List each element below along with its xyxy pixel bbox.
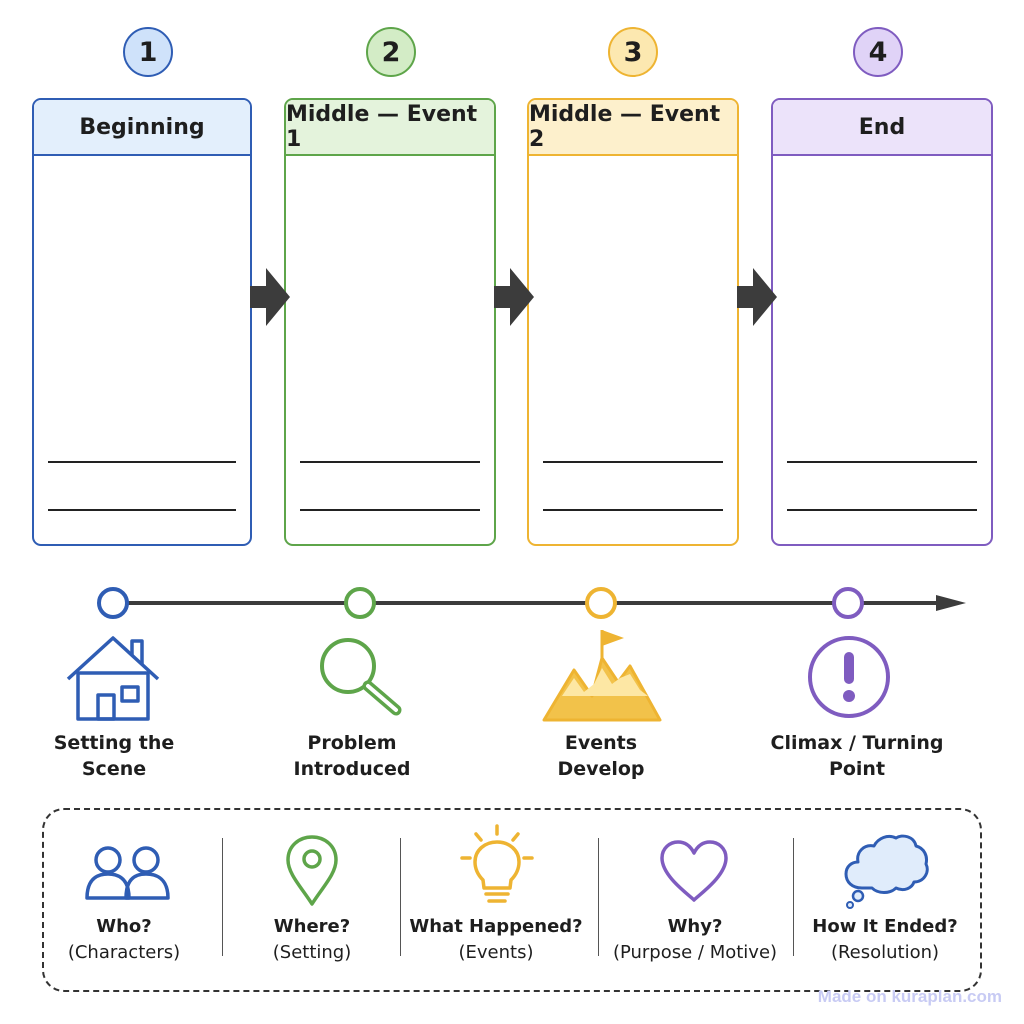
question-hint: (Characters) bbox=[67, 942, 181, 963]
writing-line bbox=[787, 461, 977, 463]
stage-label-line: Problem bbox=[307, 732, 397, 754]
writing-line bbox=[543, 461, 723, 463]
people-icon bbox=[85, 846, 170, 900]
panel-middle-event-1: Middle — Event 1 bbox=[284, 98, 496, 546]
stage-label-line: Introduced bbox=[293, 758, 411, 780]
question-hint: (Purpose / Motive) bbox=[612, 942, 778, 963]
stage-label-2: Problem Introduced bbox=[252, 730, 452, 782]
stage-label-3: Events Develop bbox=[501, 730, 701, 782]
question-title: Who? bbox=[96, 916, 152, 937]
right-arrow-icon bbox=[494, 268, 534, 326]
stage-label-line: Setting the bbox=[53, 732, 175, 754]
step-number-1: 1 bbox=[123, 27, 173, 77]
right-arrow-icon bbox=[250, 268, 290, 326]
question-how-it-ended: How It Ended? (Resolution) bbox=[785, 914, 985, 966]
lightbulb-icon bbox=[460, 824, 534, 903]
panel-middle-event-2: Middle — Event 2 bbox=[527, 98, 739, 546]
writing-line bbox=[787, 509, 977, 511]
question-where: Where? (Setting) bbox=[212, 914, 412, 966]
panel-title: Middle — Event 1 bbox=[286, 100, 494, 156]
question-what-happened: What Happened? (Events) bbox=[396, 914, 596, 966]
location-pin-icon bbox=[286, 835, 338, 906]
divider bbox=[400, 838, 401, 956]
writing-line bbox=[48, 461, 236, 463]
stage-label-line: Events bbox=[564, 732, 638, 754]
question-title: How It Ended? bbox=[812, 916, 958, 937]
divider bbox=[598, 838, 599, 956]
thought-cloud-icon bbox=[844, 834, 929, 909]
exclamation-icon bbox=[808, 636, 890, 718]
house-icon bbox=[66, 636, 160, 721]
mountain-flag-icon bbox=[542, 630, 662, 722]
question-hint: (Setting) bbox=[272, 942, 352, 963]
footer-watermark[interactable]: Made on kuraplan.com bbox=[817, 987, 1002, 1006]
panel-beginning: Beginning bbox=[32, 98, 252, 546]
panel-title: Middle — Event 2 bbox=[529, 100, 737, 156]
step-number-2: 2 bbox=[366, 27, 416, 77]
right-arrow-icon bbox=[737, 268, 777, 326]
stage-label-4: Climax / Turning Point bbox=[757, 730, 957, 782]
writing-line bbox=[300, 509, 480, 511]
divider bbox=[222, 838, 223, 956]
panel-title: End bbox=[773, 100, 991, 156]
question-title: Where? bbox=[273, 916, 351, 937]
stage-label-1: Setting the Scene bbox=[14, 730, 214, 782]
questions-box bbox=[42, 808, 982, 992]
stage-label-line: Climax / Turning bbox=[770, 732, 944, 754]
step-number-4: 4 bbox=[853, 27, 903, 77]
step-number-3: 3 bbox=[608, 27, 658, 77]
writing-line bbox=[300, 461, 480, 463]
question-why: Why? (Purpose / Motive) bbox=[595, 914, 795, 966]
divider bbox=[793, 838, 794, 956]
timeline-dot-2 bbox=[344, 587, 376, 619]
panel-end: End bbox=[771, 98, 993, 546]
question-who: Who? (Characters) bbox=[24, 914, 224, 966]
stage-label-line: Develop bbox=[557, 758, 645, 780]
writing-line bbox=[48, 509, 236, 511]
timeline-dot-1 bbox=[97, 587, 129, 619]
question-title: What Happened? bbox=[409, 916, 583, 937]
timeline-dot-3 bbox=[585, 587, 617, 619]
timeline-line bbox=[110, 595, 966, 611]
question-hint: (Resolution) bbox=[830, 942, 940, 963]
timeline-dot-4 bbox=[832, 587, 864, 619]
stage-label-line: Point bbox=[828, 758, 886, 780]
panel-title: Beginning bbox=[34, 100, 250, 156]
question-title: Why? bbox=[667, 916, 723, 937]
heart-icon bbox=[660, 840, 728, 902]
stage-label-line: Scene bbox=[81, 758, 147, 780]
question-hint: (Events) bbox=[458, 942, 534, 963]
magnifier-icon bbox=[320, 638, 402, 716]
writing-line bbox=[543, 509, 723, 511]
